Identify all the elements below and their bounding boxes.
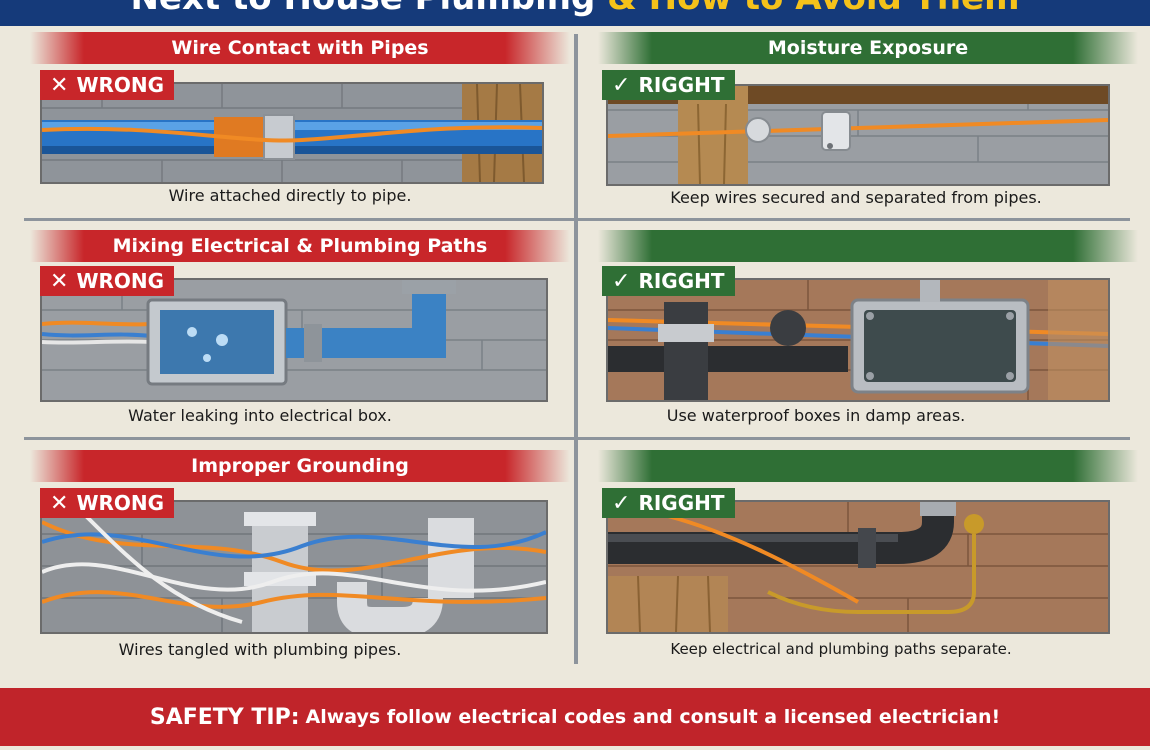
safety-tip-text: Always follow electrical codes and consu…	[305, 706, 1001, 728]
safety-tip-label: SAFETY TIP:	[149, 704, 300, 730]
panel-title-ribbon	[598, 450, 1138, 482]
wrong-badge: ✕ WRONG	[40, 488, 175, 518]
title-highlight: & How to Avoid Them	[595, 0, 1019, 18]
right-badge: ✓ RIGGHT	[602, 488, 735, 518]
check-icon: ✓	[612, 268, 631, 294]
panel-title-ribbon	[598, 230, 1138, 262]
panel-caption: Keep wires secured and separated from pi…	[670, 188, 1042, 207]
wrong-badge: ✕ WRONG	[40, 70, 175, 100]
illustration-tangled-wires	[40, 500, 548, 634]
badge-label: WRONG	[76, 491, 165, 515]
badge-label: WRONG	[76, 73, 165, 97]
page-title: Next to House Plumbing & How to Avoid Th…	[0, 0, 1150, 18]
panel-caption: Wires tangled with plumbing pipes.	[118, 640, 402, 659]
illustration-separate-paths	[606, 500, 1110, 634]
x-icon: ✕	[50, 268, 69, 294]
illustration-leaking-box	[40, 278, 548, 402]
panel-title-grounding: Improper Grounding	[30, 450, 570, 482]
panel-caption: Keep electrical and plumbing paths separ…	[670, 640, 1012, 658]
grid-divider-row2	[24, 437, 1130, 440]
grid-divider-vertical	[574, 34, 578, 664]
panel-title-mixing-paths: Mixing Electrical & Plumbing Paths	[30, 230, 570, 262]
safety-tip-banner: SAFETY TIP: Always follow electrical cod…	[0, 688, 1150, 746]
badge-label: RIGGHT	[638, 269, 725, 293]
panel-caption: Use waterproof boxes in damp areas.	[666, 406, 966, 425]
panel-title-wire-contact: Wire Contact with Pipes	[30, 32, 570, 64]
check-icon: ✓	[612, 72, 631, 98]
grid-divider-row1	[24, 218, 1130, 221]
panel-title-moisture: Moisture Exposure	[598, 32, 1138, 64]
panel-caption: Wire attached directly to pipe.	[168, 186, 412, 205]
illustration-secured-wire	[606, 84, 1110, 186]
right-badge: ✓ RIGGHT	[602, 70, 735, 100]
x-icon: ✕	[50, 72, 69, 98]
illustration-wire-on-pipe	[40, 82, 544, 184]
check-icon: ✓	[612, 490, 631, 516]
panel-caption: Water leaking into electrical box.	[128, 406, 392, 425]
badge-label: RIGGHT	[638, 73, 725, 97]
page-header: Next to House Plumbing & How to Avoid Th…	[0, 0, 1150, 26]
right-badge: ✓ RIGGHT	[602, 266, 735, 296]
badge-label: RIGGHT	[638, 491, 725, 515]
title-main: Next to House Plumbing	[130, 0, 595, 18]
badge-label: WRONG	[76, 269, 165, 293]
illustration-waterproof-box	[606, 278, 1110, 402]
wrong-badge: ✕ WRONG	[40, 266, 175, 296]
x-icon: ✕	[50, 490, 69, 516]
